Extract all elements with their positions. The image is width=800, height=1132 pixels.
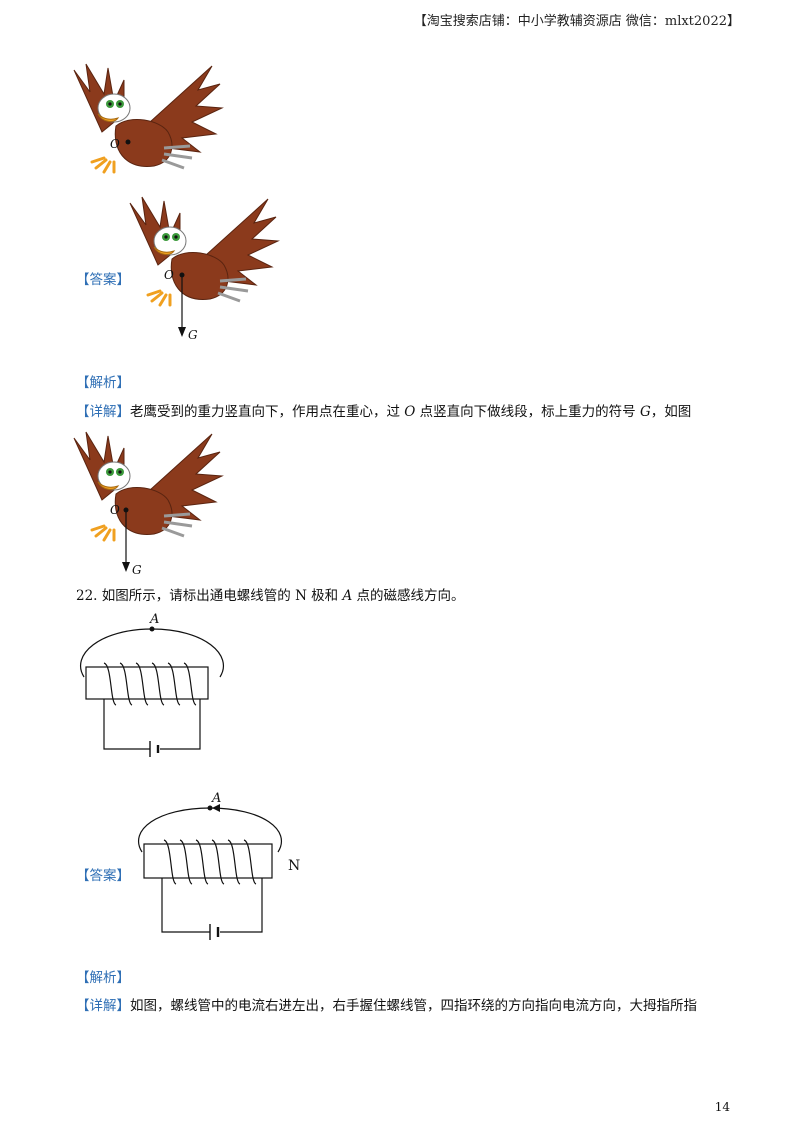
answer-tag-q21: 【答案】 xyxy=(76,272,130,288)
analysis-tag-q22: 【解析】 xyxy=(76,970,130,986)
point-label-a: A xyxy=(211,791,221,806)
field-direction-arrow xyxy=(212,804,220,812)
solenoid-figure-answer: A N xyxy=(137,791,300,940)
solenoid-core xyxy=(85,666,209,700)
detail-tag-q22: 【详解】 xyxy=(76,998,130,1014)
detail-part: 点竖直向下做线段，标上重力的符号 xyxy=(415,404,640,420)
question-number: 22. xyxy=(76,588,98,604)
point-label-o: O xyxy=(110,137,120,151)
circuit-wire-right xyxy=(220,878,263,933)
gravity-arrowhead xyxy=(122,562,130,572)
detail-part: ，如图 xyxy=(650,404,692,420)
eagle-figure-detail: O G xyxy=(72,430,224,577)
header-shop-text: 【淘宝搜索店铺：中小学教辅资源店 微信：mlxt2022】 xyxy=(413,14,740,29)
solenoid-figure-question: A xyxy=(79,612,225,757)
page-number: 14 xyxy=(714,1100,730,1114)
point-a-dot xyxy=(207,805,213,811)
circuit-wire-left xyxy=(161,878,210,933)
point-label-a: A xyxy=(149,612,159,627)
point-label-o: O xyxy=(110,503,120,517)
detail-part: 老鹰受到的重力竖直向下，作用点在重心，过 xyxy=(130,404,405,420)
detail-text-q21: 【详解】老鹰受到的重力竖直向下，作用点在重心，过 O 点竖直向下做线段，标上重力… xyxy=(76,402,691,422)
pole-label-n: N xyxy=(288,858,300,874)
solenoid-coil xyxy=(103,662,197,706)
detail-text-q22: 【详解】如图，螺线管中的电流右进左出，右手握住螺线管，四指环绕的方向指向电流方向… xyxy=(76,996,697,1016)
center-of-gravity-dot xyxy=(125,139,131,145)
question-22-text: 22. 如图所示，请标出通电螺线管的 N 极和 A 点的磁感线方向。 xyxy=(76,586,465,606)
detail-part: 如图，螺线管中的电流右进左出，右手握住螺线管，四指环绕的方向指向电流方向，大拇指… xyxy=(130,998,697,1014)
center-of-gravity-dot xyxy=(123,507,129,513)
detail-symbol-o: O xyxy=(404,404,416,420)
detail-tag-q21: 【详解】 xyxy=(76,404,130,420)
eagle-figure-answer: O G xyxy=(128,195,280,342)
circuit-wire-left xyxy=(103,699,150,750)
detail-symbol-g: G xyxy=(639,404,651,420)
solenoid-coil xyxy=(163,839,257,885)
point-a-dot xyxy=(149,626,155,632)
circuit-wire-right xyxy=(160,699,201,750)
question-part: 点的磁感线方向。 xyxy=(352,588,465,604)
center-of-gravity-dot xyxy=(179,272,185,278)
analysis-tag-q21: 【解析】 xyxy=(76,375,130,391)
answer-tag-q22: 【答案】 xyxy=(76,868,130,884)
eagle-figure-question: O xyxy=(72,62,224,174)
gravity-arrowhead xyxy=(178,327,186,337)
force-label-g: G xyxy=(132,563,142,577)
force-label-g: G xyxy=(188,328,198,342)
point-label-o: O xyxy=(164,268,174,282)
question-symbol-a: A xyxy=(342,588,353,604)
question-part: 如图所示，请标出通电螺线管的 N 极和 xyxy=(97,588,343,604)
